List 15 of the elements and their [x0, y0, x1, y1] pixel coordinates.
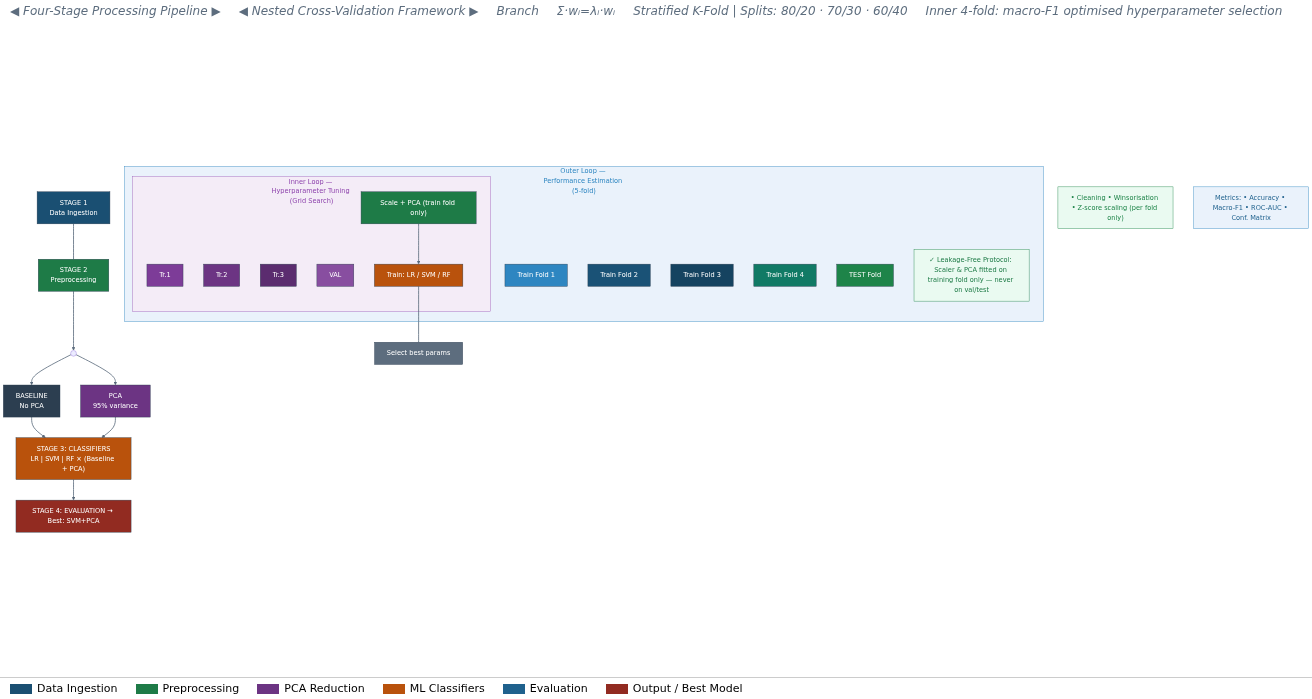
note-text: Σ·wᵢ=λᵢ·wᵢ [556, 4, 616, 18]
connector [418, 286, 420, 343]
legend-label: Output / Best Model [632, 682, 743, 695]
legend-label: Evaluation [529, 682, 588, 695]
connector [73, 223, 74, 260]
legend-label: PCA Reduction [284, 682, 365, 695]
node-circle [70, 350, 77, 357]
legend-label: ML Classifiers [409, 682, 485, 695]
note-text: Branch [496, 4, 539, 18]
note-text: Stratified K-Fold | Splits: 80/20 · 70/30 · 60/40 [633, 4, 908, 18]
legend-label: Preprocessing [162, 682, 240, 695]
legend-label: Data Ingestion [37, 682, 118, 695]
note-text: ◀ Four-Stage Processing Pipeline ▶ [10, 4, 221, 18]
note-text: ◀ Nested Cross-Validation Framework ▶ [238, 4, 479, 18]
note-text: Inner 4-fold: macro-F1 optimised hyperparameter selection [925, 4, 1283, 18]
